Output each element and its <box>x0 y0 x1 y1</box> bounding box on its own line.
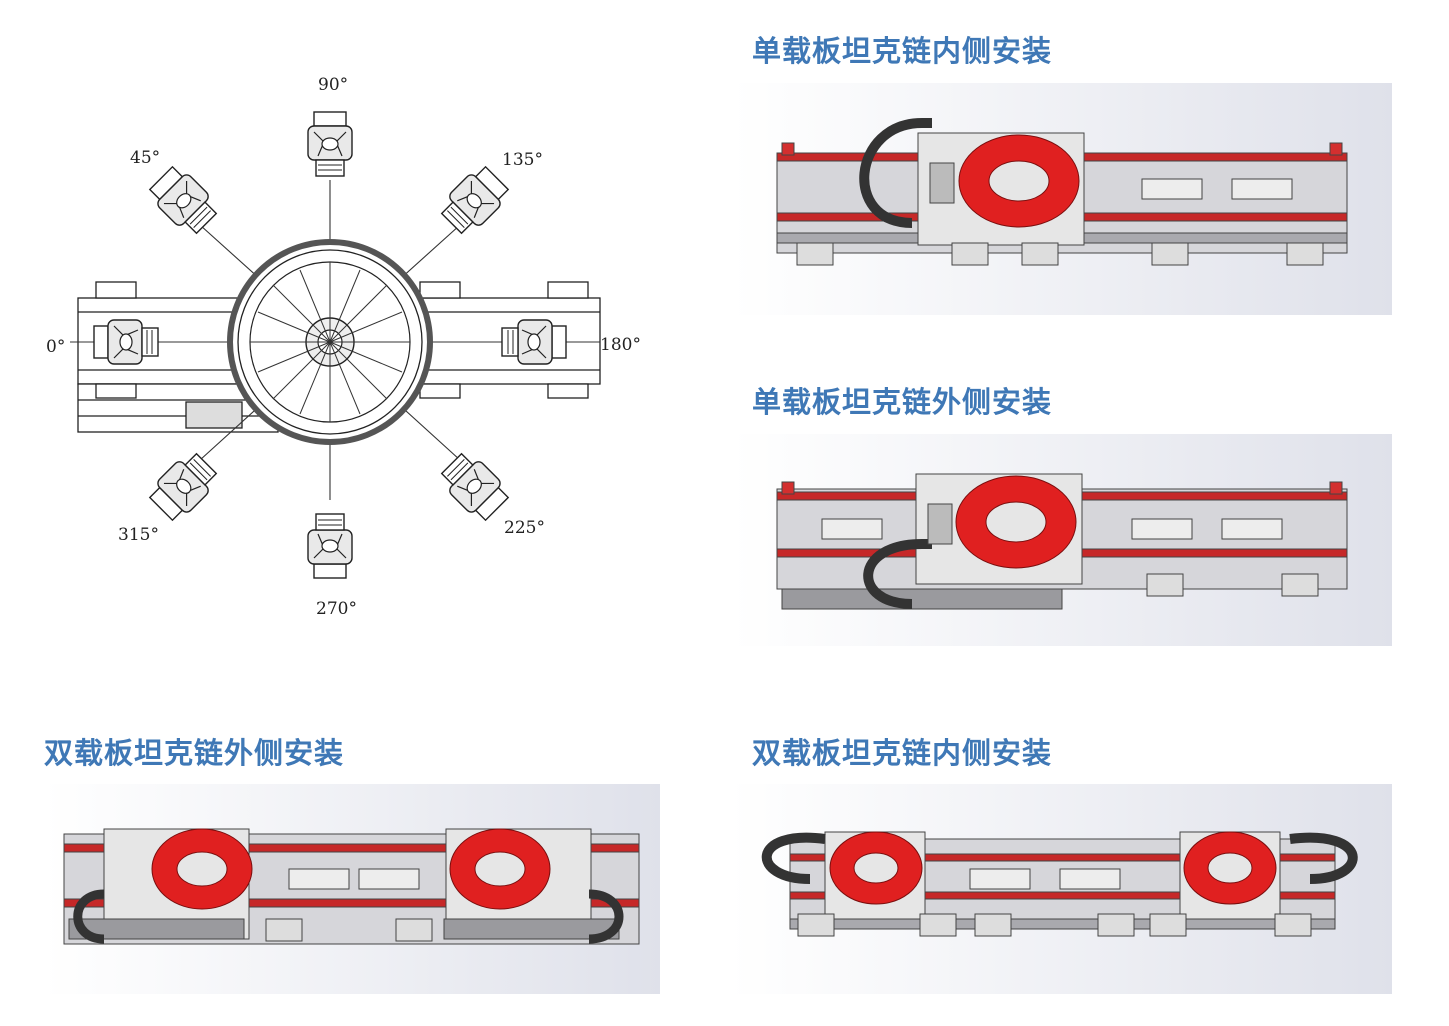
single-inner-render <box>776 118 1348 266</box>
angle-label-0: 0° <box>46 337 65 357</box>
panel-single-outer <box>732 434 1392 646</box>
panel-single-inner <box>732 83 1392 315</box>
heading-single-inner: 单载板坦克链内侧安装 <box>752 34 1053 68</box>
double-inner-render <box>761 831 1358 937</box>
panel-double-inner <box>730 784 1392 994</box>
arm-90 <box>307 111 353 177</box>
rotary-arm-diagram: 90° 45° 135° 0° 180° 315° 225° 270° <box>46 75 641 619</box>
single-outer-render <box>776 473 1348 610</box>
arm-315 <box>144 447 223 526</box>
arm-225 <box>435 447 514 526</box>
heading-double-inner: 双载板坦克链内侧安装 <box>752 736 1053 770</box>
rotary-table <box>227 239 433 445</box>
angle-label-225: 225° <box>504 518 545 538</box>
heading-double-outer: 双载板坦克链外侧安装 <box>44 736 345 770</box>
panel-double-outer <box>44 784 660 994</box>
angle-label-45: 45° <box>130 148 160 168</box>
angle-label-180: 180° <box>600 335 641 355</box>
arm-45 <box>144 161 223 240</box>
arm-270 <box>307 513 353 579</box>
angle-label-270: 270° <box>316 599 357 619</box>
angle-label-315: 315° <box>118 525 159 545</box>
arm-135 <box>435 161 514 240</box>
double-outer-render <box>63 828 640 945</box>
angle-label-135: 135° <box>502 150 543 170</box>
heading-single-outer: 单载板坦克链外侧安装 <box>752 385 1053 419</box>
angle-label-90: 90° <box>318 75 348 95</box>
